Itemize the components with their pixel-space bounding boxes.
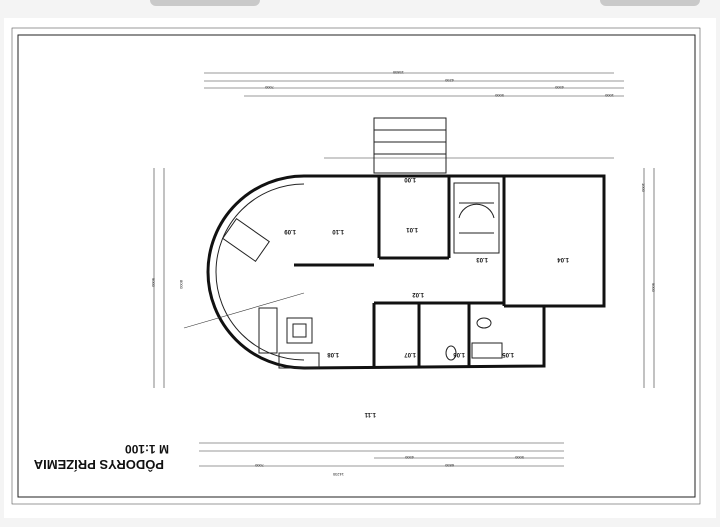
room-label-1-09: 1.09 bbox=[284, 228, 296, 234]
room-label-1-02: 1.02 bbox=[412, 291, 424, 297]
dim-bottom-3: 4500 bbox=[404, 455, 414, 460]
plan-line bbox=[458, 203, 495, 219]
floor-plan: 15830 4250 7000 4500 5000 1000 14230 700… bbox=[11, 27, 701, 505]
sofa-set bbox=[258, 307, 320, 369]
plan-line bbox=[278, 352, 320, 369]
plan-line bbox=[258, 307, 278, 354]
room-label-1-03: 1.03 bbox=[476, 256, 488, 262]
section-line bbox=[183, 292, 305, 329]
room-label-1-07: 1.07 bbox=[404, 351, 416, 357]
side-dimension-lines bbox=[153, 168, 655, 388]
room-label-1-04: 1.04 bbox=[557, 256, 569, 262]
plan-line bbox=[222, 218, 270, 262]
plan-scale: M 1:100 bbox=[125, 442, 169, 456]
dim-bottom-2: 6850 bbox=[444, 463, 454, 468]
room-label-1-10: 1.10 bbox=[332, 228, 344, 234]
plan-line bbox=[445, 345, 457, 361]
dim-side-0: 9000 bbox=[151, 278, 156, 288]
sheet-outer-frame bbox=[11, 27, 701, 505]
dim-top-5: 1000 bbox=[604, 93, 614, 98]
interior-walls bbox=[294, 176, 544, 368]
staircase bbox=[453, 182, 500, 254]
dim-bottom-0: 14230 bbox=[332, 472, 344, 477]
room-label-1-11: 1.11 bbox=[364, 411, 376, 417]
room-label-1-01: 1.01 bbox=[406, 226, 418, 232]
bathroom-fixtures bbox=[445, 317, 503, 361]
plan-line bbox=[286, 317, 313, 344]
dim-top-0: 15830 bbox=[392, 70, 404, 75]
plan-line bbox=[292, 323, 307, 338]
drawing-sheet: 15830 4250 7000 4500 5000 1000 14230 700… bbox=[4, 18, 716, 518]
dim-top-3: 4500 bbox=[554, 85, 564, 90]
dining-table bbox=[222, 218, 270, 262]
room-label-1-05: 1.05 bbox=[502, 351, 514, 357]
exterior-walls bbox=[303, 174, 606, 370]
plan-line bbox=[471, 342, 503, 359]
sheet-frame bbox=[17, 34, 696, 498]
dim-side-2: 9000 bbox=[651, 283, 656, 293]
room-label-1-00: 1.00 bbox=[404, 176, 416, 182]
scan-tab-right bbox=[600, 0, 700, 6]
dim-bottom-1: 7000 bbox=[254, 463, 264, 468]
dim-side-3: 1000 bbox=[641, 183, 646, 193]
dim-top-2: 7000 bbox=[264, 85, 274, 90]
scan-tab-left bbox=[150, 0, 260, 6]
plan-line bbox=[373, 117, 447, 174]
room-label-1-08: 1.08 bbox=[327, 351, 339, 357]
dim-bottom-4: 5000 bbox=[514, 455, 524, 460]
plan-line bbox=[476, 317, 492, 329]
plan-line bbox=[453, 182, 500, 254]
room-label-1-06: 1.06 bbox=[453, 351, 465, 357]
plan-title: PÔDORYS PRÍZEMIA bbox=[33, 457, 164, 472]
dim-side-1: 8000 bbox=[179, 280, 184, 290]
dim-top-1: 4250 bbox=[444, 78, 454, 83]
top-dimension-lines bbox=[204, 72, 624, 159]
dim-top-4: 5000 bbox=[494, 93, 504, 98]
curved-wall-outer bbox=[206, 174, 305, 370]
entrance-steps bbox=[373, 117, 447, 174]
bottom-dimension-lines bbox=[199, 442, 564, 467]
curved-wall-inner bbox=[215, 183, 305, 361]
